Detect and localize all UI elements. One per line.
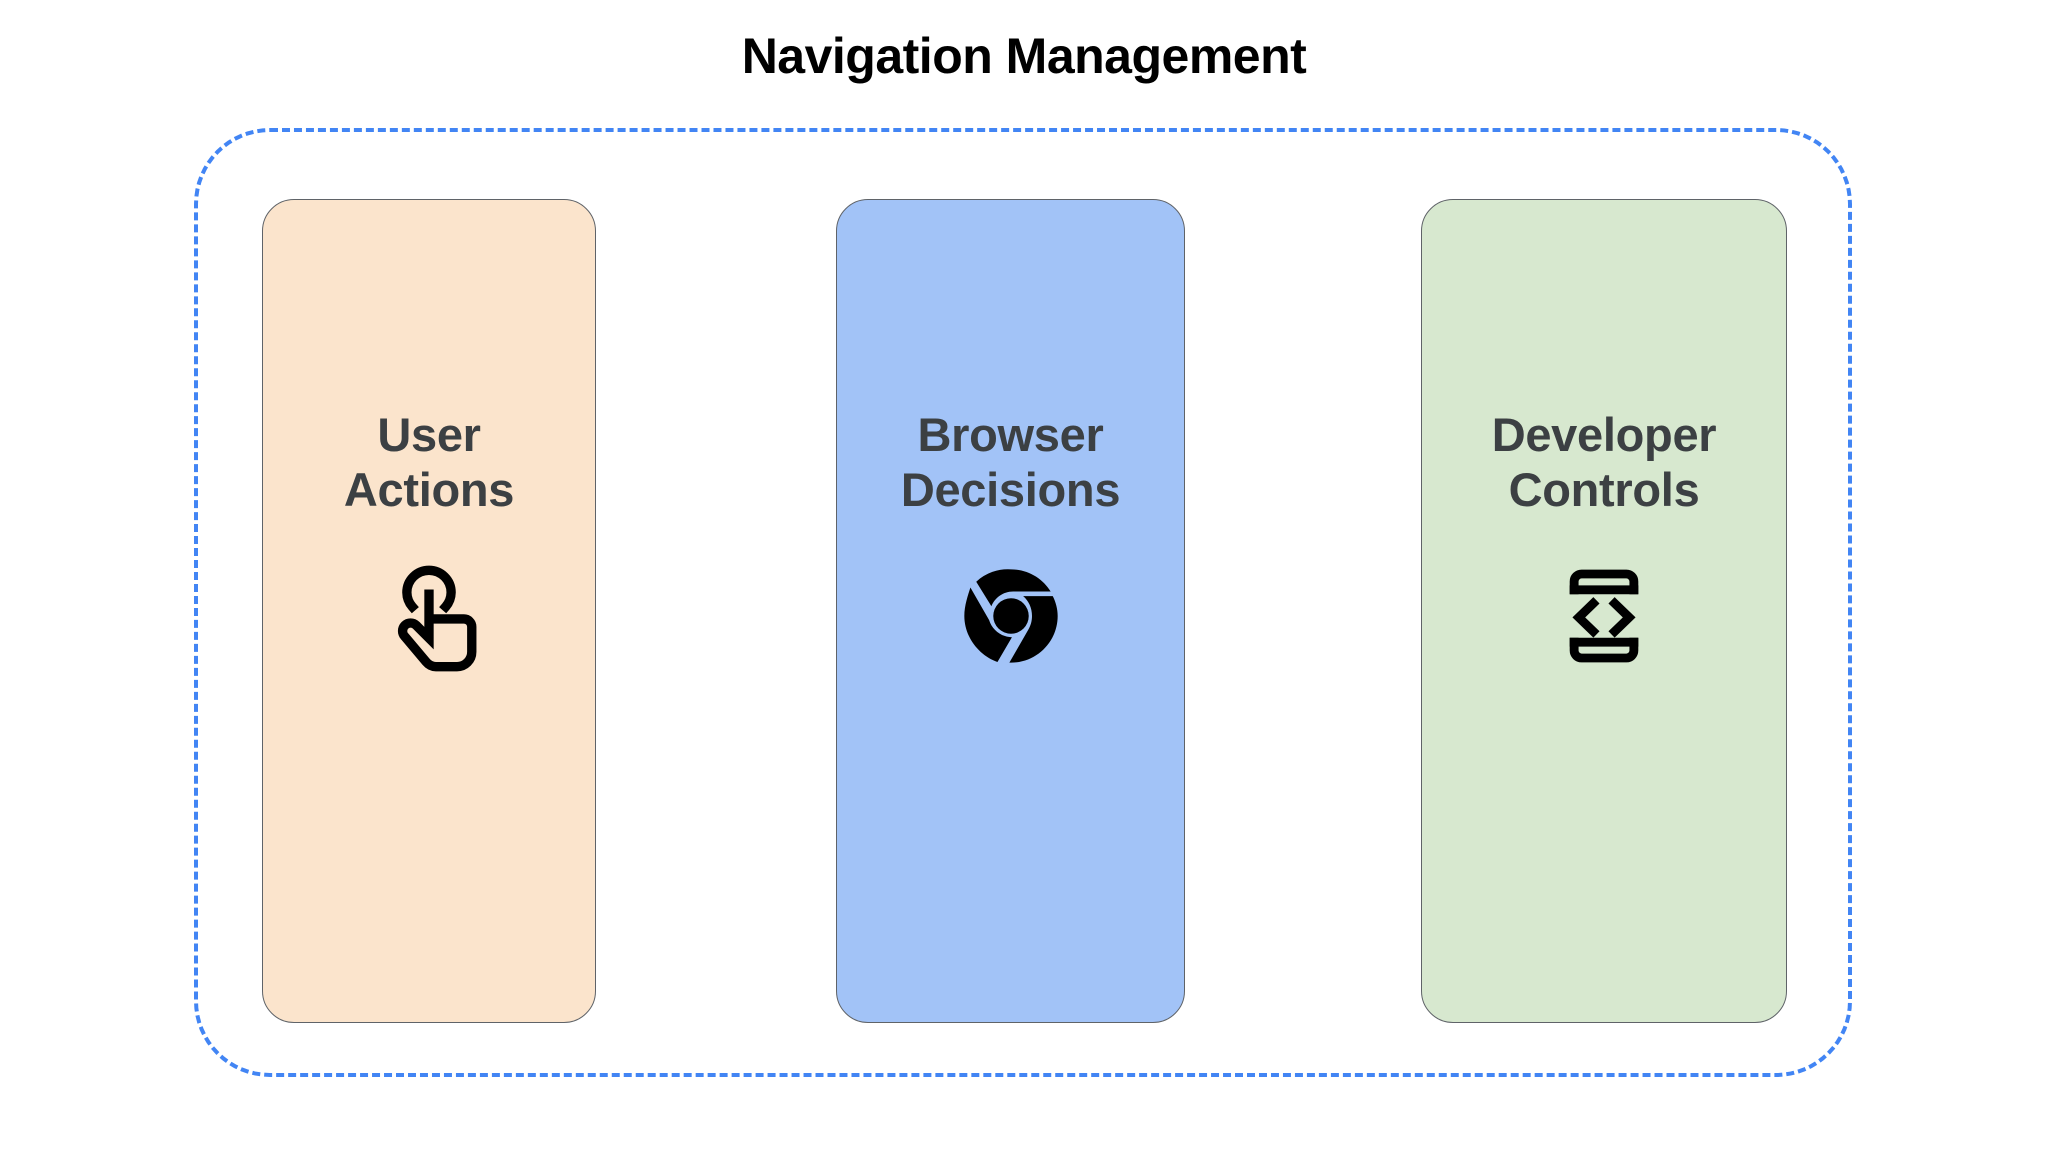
touch-app-icon — [365, 552, 493, 680]
card-user-actions[interactable]: User Actions — [262, 199, 596, 1023]
page-title: Navigation Management — [741, 28, 1307, 84]
card-browser-decisions-label: Browser Decisions — [900, 408, 1121, 516]
card-developer-controls-label: Developer Controls — [1491, 408, 1717, 516]
card-developer-controls[interactable]: Developer Controls — [1421, 199, 1787, 1023]
card-user-actions-label: User Actions — [343, 408, 515, 516]
card-browser-decisions[interactable]: Browser Decisions — [836, 199, 1185, 1023]
developer-mode-device-icon — [1540, 552, 1668, 680]
chrome-logo-icon — [947, 552, 1075, 680]
navigation-management-group-border — [194, 128, 1852, 1077]
